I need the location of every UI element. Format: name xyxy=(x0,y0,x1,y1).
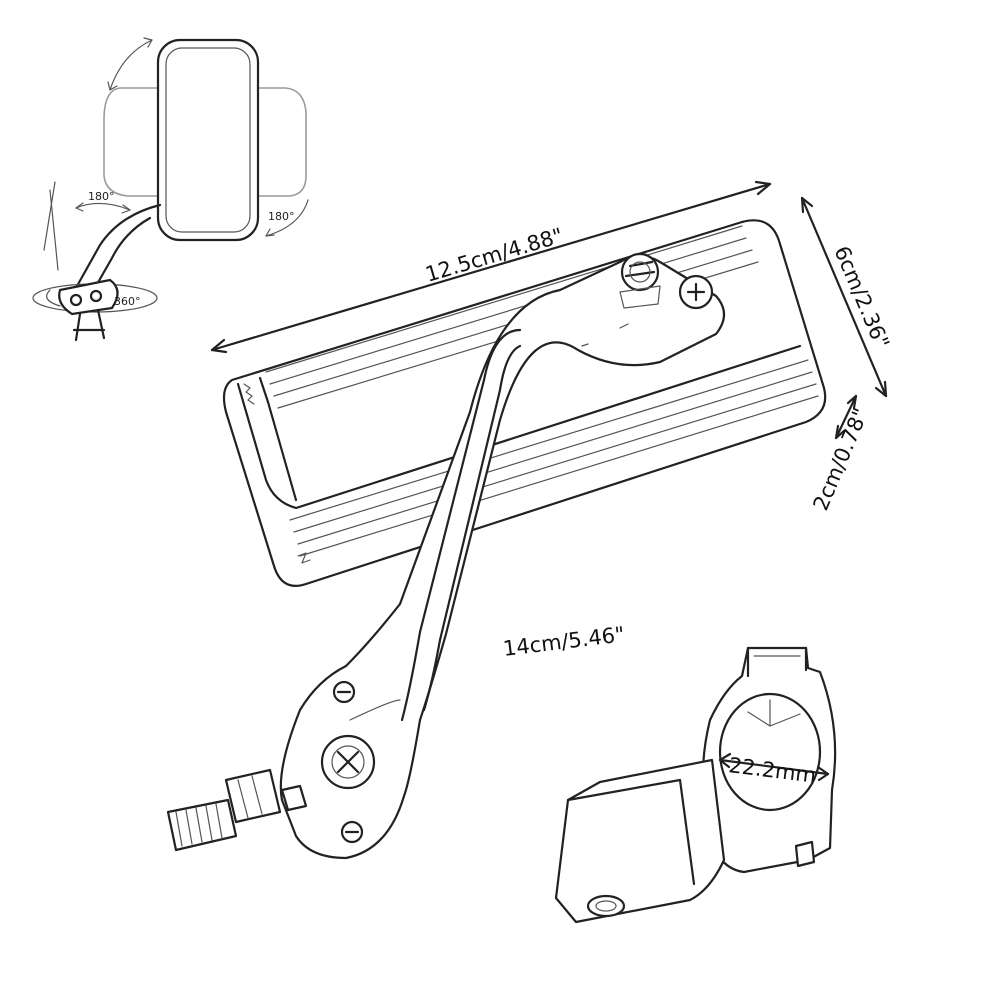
dimension-length-label: 12.5cm/4.88" xyxy=(423,223,566,286)
rotation-label-base: 360° xyxy=(114,295,141,308)
handlebar-clamp xyxy=(554,646,837,924)
mirror-head xyxy=(222,219,827,587)
dimension-height-label: 6cm/2.36" xyxy=(829,243,894,353)
dimension-depth-label: 2cm/0.78" xyxy=(809,404,874,514)
mirror-arm xyxy=(166,252,726,860)
dimension-lines xyxy=(210,180,888,782)
rotation-inset: 180° 180° 360° xyxy=(32,37,309,342)
rotation-label-right: 180° xyxy=(268,210,295,223)
rotation-label-top: 180° xyxy=(88,190,115,203)
dimension-arm-label: 14cm/5.46" xyxy=(502,622,626,661)
